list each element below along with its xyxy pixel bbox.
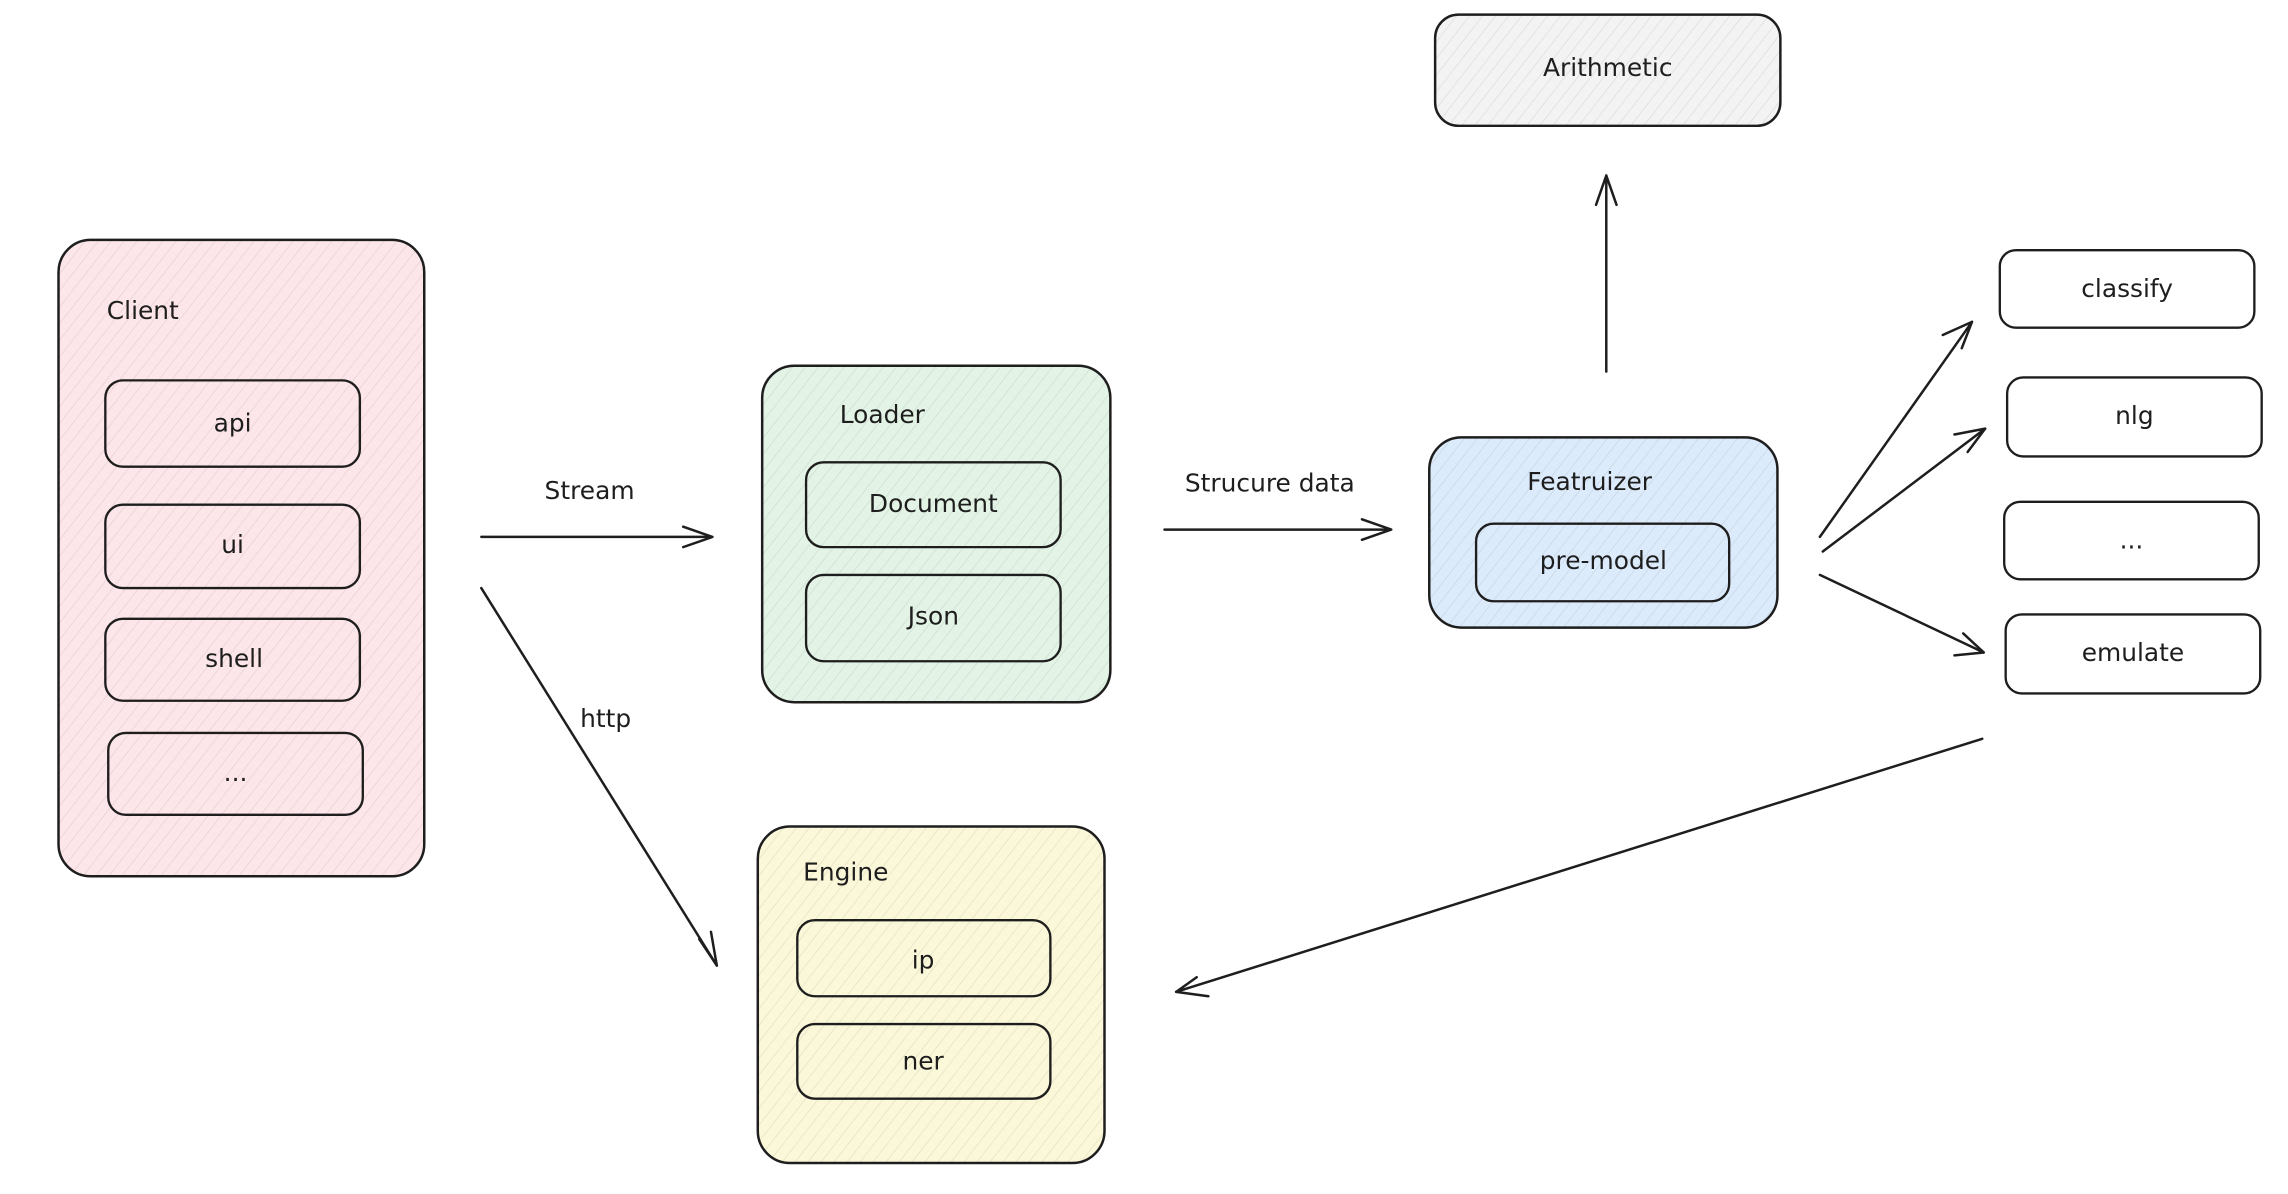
- client-item-ui[interactable]: [104, 503, 362, 590]
- engine-item-ner[interactable]: [796, 1022, 1052, 1100]
- client-item-shell[interactable]: [104, 617, 362, 702]
- client-item-shell-label: shell: [205, 645, 263, 675]
- output-classify-label: classify: [2081, 275, 2173, 305]
- output-box-emulate[interactable]: [2004, 613, 2262, 695]
- client-item-api[interactable]: [104, 379, 362, 468]
- arithmetic-arrow: [1594, 174, 1618, 373]
- engine-item-ner-label: ner: [902, 1047, 944, 1077]
- loader-item-document-label: Document: [868, 490, 998, 520]
- engine-title: Engine: [803, 858, 889, 888]
- client-item-more[interactable]: [107, 731, 364, 817]
- engine-item-ip[interactable]: [796, 919, 1052, 998]
- stream-label: Stream: [544, 476, 635, 507]
- loader-group[interactable]: [760, 364, 1112, 704]
- client-item-api-label: api: [213, 409, 252, 439]
- return-arrow: [1174, 737, 1984, 998]
- engine-item-ip-label: ip: [911, 946, 935, 976]
- http-label: http: [580, 705, 632, 735]
- loader-item-document[interactable]: [804, 461, 1062, 549]
- loader-item-json[interactable]: [804, 573, 1062, 663]
- classify-arrow: [1818, 320, 1974, 539]
- output-box-classify[interactable]: [1998, 248, 2256, 329]
- output-box-more[interactable]: [2003, 500, 2260, 581]
- output-box-nlg[interactable]: [2005, 376, 2263, 458]
- structure-data-arrow: [1163, 518, 1393, 542]
- featruizer-item-pre-model-label: pre-model: [1539, 547, 1667, 577]
- client-group[interactable]: [57, 238, 426, 878]
- featruizer-title: Featruizer: [1527, 468, 1653, 498]
- client-title: Client: [106, 296, 179, 327]
- client-item-ui-label: ui: [221, 531, 244, 561]
- output-emulate-label: emulate: [2081, 639, 2185, 669]
- output-more-label: ...: [2119, 526, 2144, 556]
- arithmetic-label: Arithmetic: [1542, 54, 1673, 84]
- arithmetic-box[interactable]: [1433, 13, 1782, 128]
- loader-title: Loader: [839, 400, 925, 431]
- client-item-more-label: ...: [223, 759, 248, 789]
- featruizer-group[interactable]: [1428, 436, 1779, 629]
- featruizer-item-pre-model[interactable]: [1474, 522, 1731, 603]
- structure-data-label: Strucure data: [1184, 469, 1355, 499]
- loader-item-json-label: Json: [907, 602, 959, 632]
- output-nlg-label: nlg: [2115, 402, 2154, 432]
- emulate-arrow: [1818, 573, 1985, 657]
- engine-group[interactable]: [756, 825, 1106, 1165]
- stream-arrow: [480, 525, 714, 549]
- http-arrow: [480, 586, 719, 967]
- nlg-arrow: [1821, 427, 1987, 553]
